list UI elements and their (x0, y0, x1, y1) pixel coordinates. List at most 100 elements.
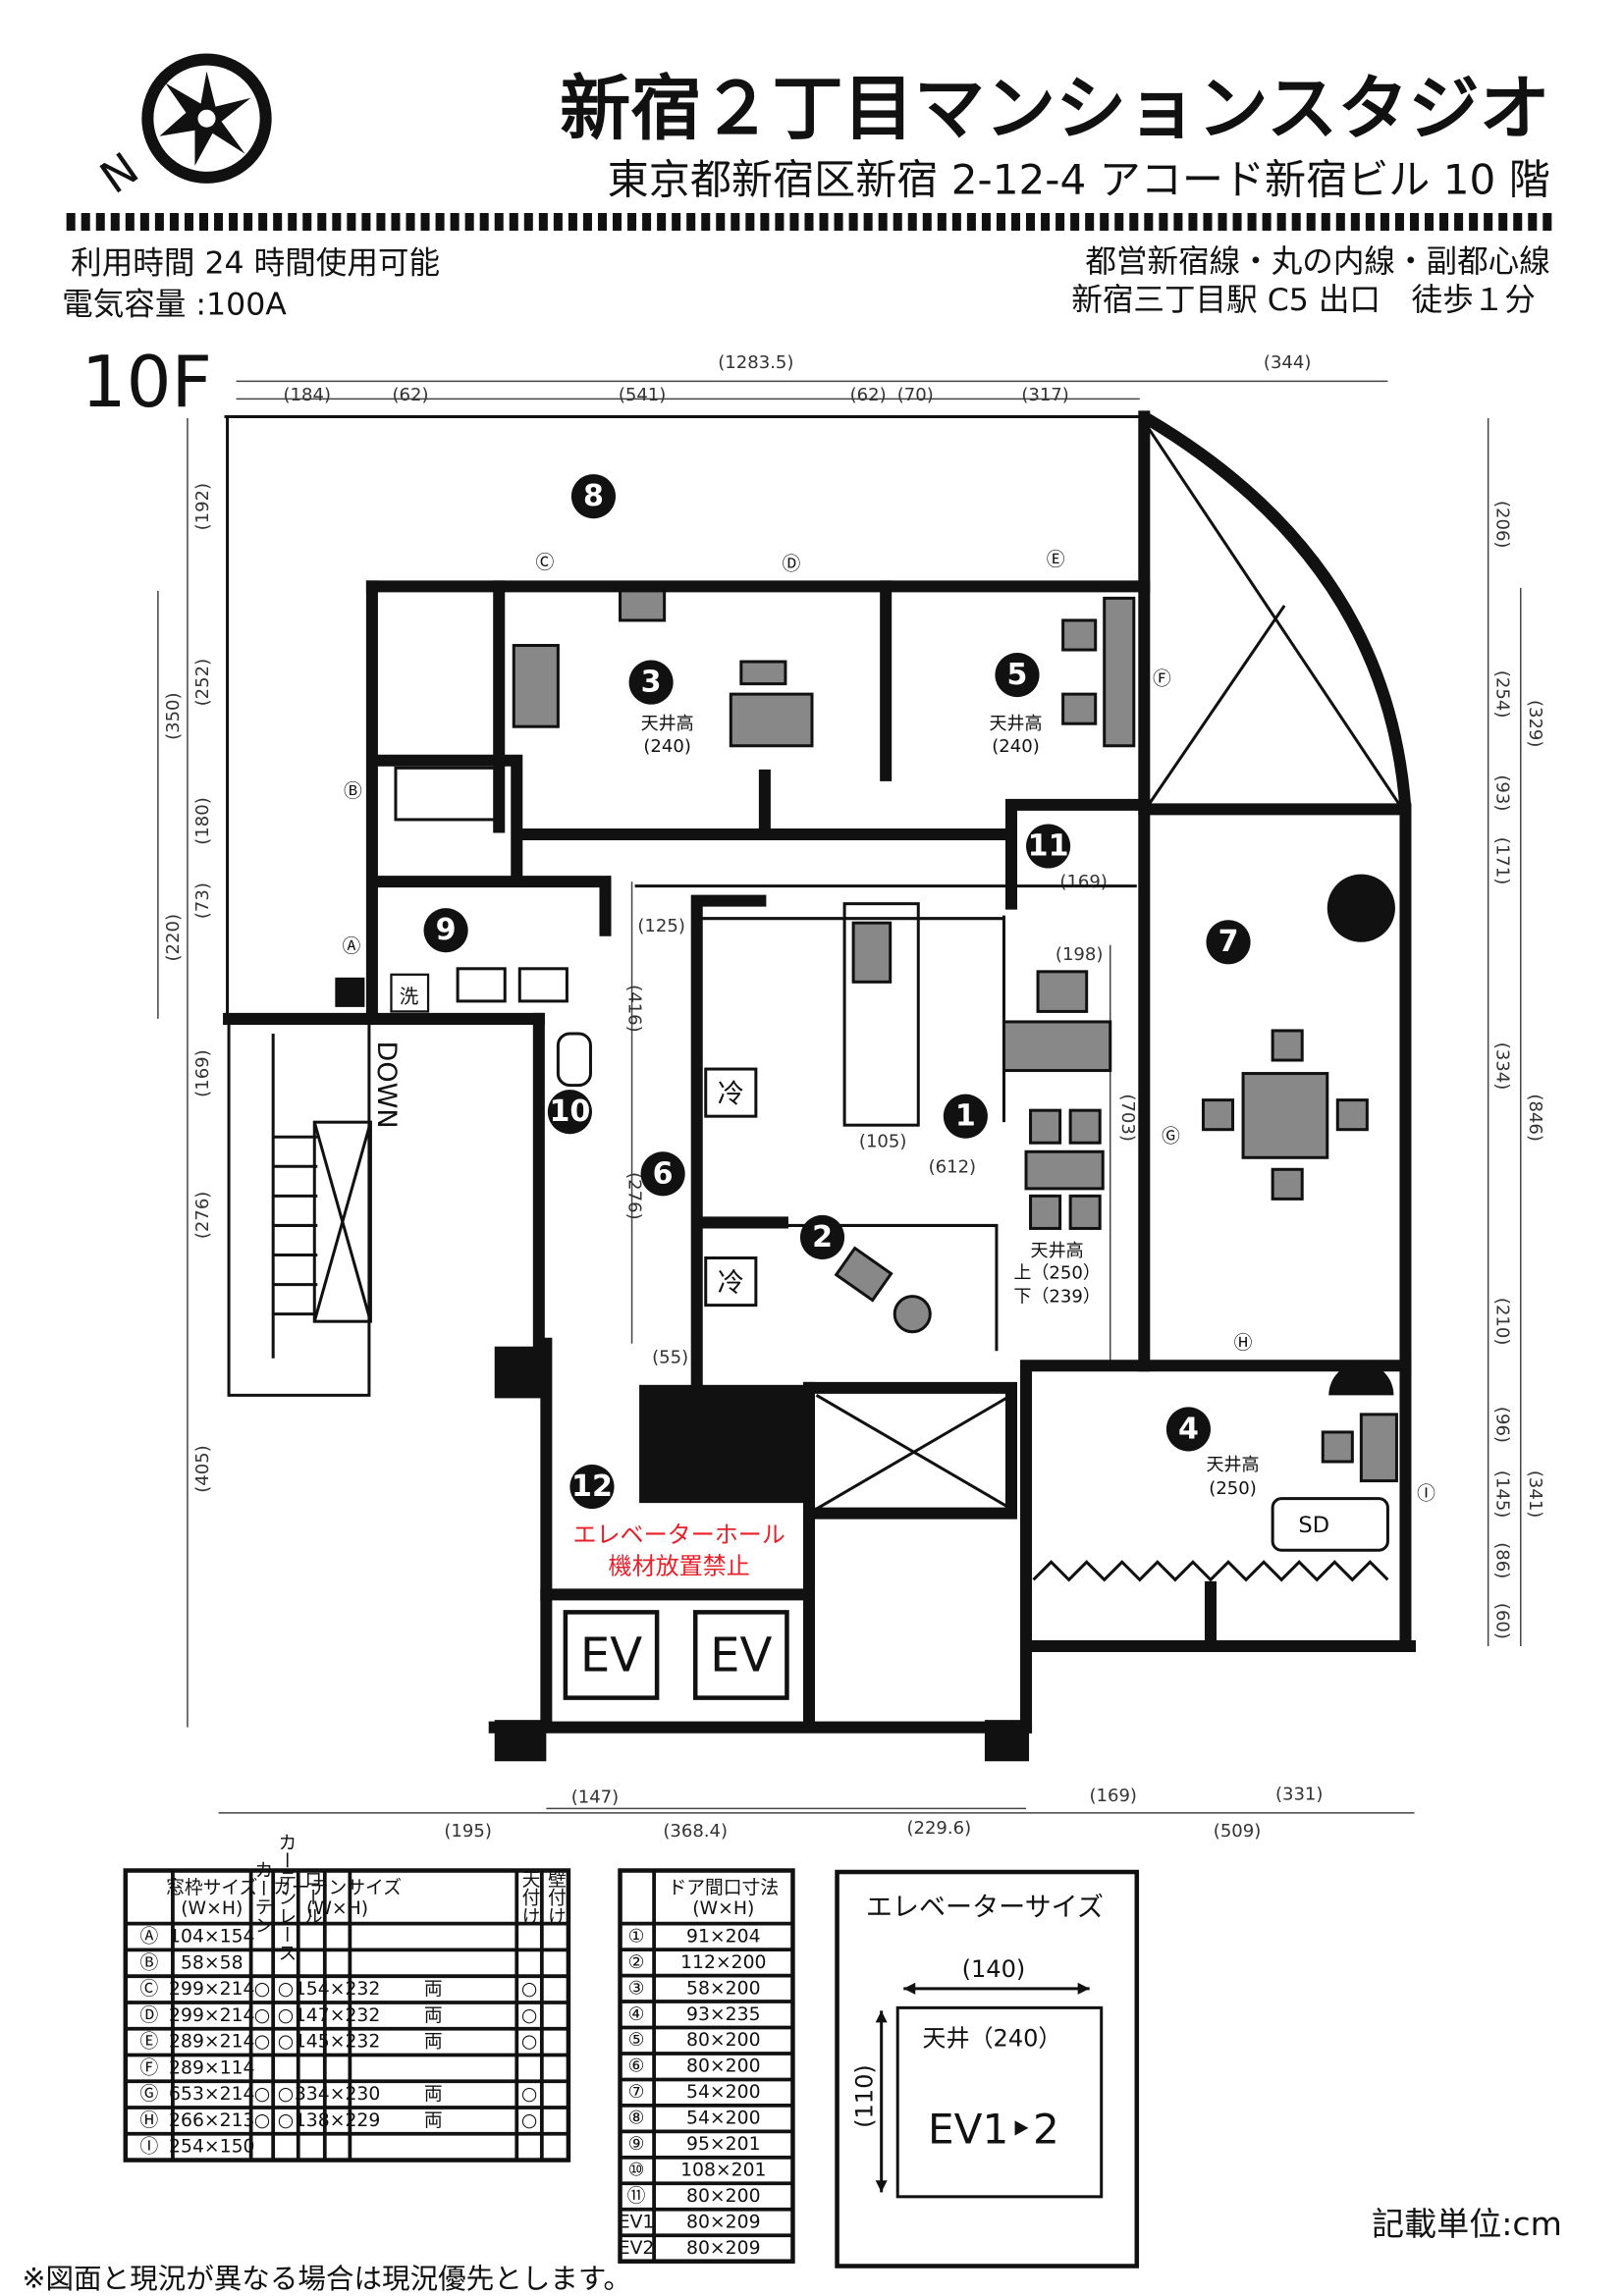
dim-interior: (198) (1056, 944, 1104, 965)
room-number: 9 (436, 913, 457, 947)
window-table-header: 天付け (519, 1869, 540, 1924)
door-table-cell: ⑥ (628, 2056, 645, 2077)
dim-bottom: (368.4) (663, 1821, 728, 1842)
window-table-cell: ○ (521, 2032, 537, 2053)
ceiling-value: 上（250） (1013, 1263, 1101, 1284)
elevator-2 (692, 1610, 789, 1700)
dim-bottom: (229.6) (906, 1818, 971, 1839)
room-number: 10 (549, 1095, 590, 1129)
fridge-box (704, 1256, 758, 1308)
dim-top-part: (70) (897, 385, 934, 405)
door-table-cell: 80×209 (686, 2238, 760, 2259)
floor-label: 10F (81, 342, 212, 424)
ceiling-label: 天井高 (989, 714, 1042, 734)
dim-top-part: (62) (393, 385, 429, 405)
window-table-cell: 両 (424, 2110, 443, 2131)
elevator-width: (140) (962, 1955, 1026, 1983)
door-table-cell: 80×200 (686, 2186, 760, 2207)
window-table-cell: ○ (521, 2005, 537, 2026)
room-number: 5 (1007, 658, 1028, 692)
window-table-cell: 両 (424, 1979, 443, 2000)
door-table-cell: ⑩ (628, 2161, 645, 2181)
ceiling-label: 天井高 (641, 714, 694, 734)
window-table-header-line: (W×H) (306, 1898, 368, 1919)
dim-right: (96) (1492, 1407, 1513, 1443)
window-table-cell: 両 (424, 2032, 443, 2053)
window-marker: Ⓖ (1162, 1126, 1180, 1148)
window-table-header-line: カーテンサイズ (273, 1877, 402, 1898)
door-table-cell: ⑨ (628, 2134, 645, 2155)
dim-left: (252) (192, 659, 213, 707)
door-table-header-line: ドア間口寸法 (668, 1877, 779, 1898)
dim-right: (334) (1492, 1042, 1513, 1091)
train-lines: 都営新宿線・丸の内線・副都心線 (1085, 244, 1549, 280)
ceiling-label: 天井高 (1206, 1455, 1259, 1475)
room-marker: 8 (570, 474, 617, 519)
door-table-cell: 80×200 (686, 2030, 760, 2051)
door-table-header: ドア間口寸法(W×H) (668, 1877, 779, 1919)
door-table-cell: 80×209 (686, 2212, 760, 2232)
window-table-cell: 289×114 (169, 2057, 254, 2078)
dim-left: (180) (192, 797, 213, 844)
walls (223, 410, 1416, 1762)
ceiling-value: 下（239） (1013, 1287, 1101, 1308)
station-access: 新宿三丁目駅 C5 出口 徒歩１分 (1071, 283, 1536, 318)
washer-label: 洗 (400, 985, 419, 1007)
window-table-header: カーテンサイズ(W×H) (273, 1877, 402, 1919)
room-marker: 3 (628, 660, 674, 705)
dim-right: (254) (1492, 670, 1513, 719)
stairs-down-label: DOWN (371, 1041, 402, 1128)
window-table-header: 窓枠サイズ(W×H) (166, 1877, 257, 1919)
dim-right-outer: (341) (1525, 1470, 1545, 1518)
door-table-cell: ② (628, 1952, 645, 1973)
window-table-cell: Ⓔ (139, 2031, 158, 2053)
hours-text: 利用時間 24 時間使用可能 (71, 246, 440, 282)
door-table-cell: 93×235 (686, 2004, 760, 2025)
window-table-cell: 289×214 (169, 2032, 254, 2053)
dim-right: (86) (1492, 1542, 1513, 1578)
elevator-size-title: エレベーターサイズ (866, 1893, 1104, 1923)
dim-left: (405) (192, 1445, 213, 1493)
dim-left-outer: (220) (163, 914, 184, 962)
elevator-1-label: EV (580, 1629, 642, 1683)
washer-box (390, 973, 430, 1013)
window-marker: Ⓔ (1047, 549, 1065, 570)
window-table-cell: 両 (424, 2005, 443, 2026)
room-number: 7 (1218, 925, 1239, 959)
elevator-2-label: EV (710, 1629, 772, 1683)
dim-left: (276) (192, 1192, 213, 1240)
fridge-label: 冷 (718, 1268, 744, 1299)
door-table-cell: 58×200 (686, 1978, 760, 1999)
dim-top-part: (62) (850, 385, 887, 405)
dim-interior: (416) (624, 985, 645, 1033)
dim-bottom: (195) (444, 1821, 492, 1842)
no-storage-label: 機材放置禁止 (609, 1552, 750, 1579)
window-table-cell: Ⓕ (139, 2056, 158, 2078)
room-marker: 11 (1026, 824, 1071, 869)
address: 東京都新宿区新宿 2-12-4 アコード新宿ビル 10 階 (608, 155, 1550, 203)
door-table-cell: ⑤ (628, 2030, 645, 2051)
room-marker: 2 (799, 1214, 845, 1260)
window-table-cell: ○ (278, 2005, 294, 2026)
room-number: 8 (583, 479, 604, 513)
window-table-cell: 653×214 (169, 2084, 254, 2105)
window-table-cell: ○ (278, 1979, 294, 2000)
dim-interior: (703) (1117, 1094, 1138, 1142)
sd-label: SD (1298, 1513, 1329, 1538)
door-table-cell: EV1 (619, 2212, 655, 2232)
window-table-header-line: (W×H) (181, 1898, 243, 1919)
dim-right-outer: (846) (1525, 1094, 1545, 1142)
window-marker: Ⓒ (535, 552, 554, 573)
door-table-cell: ⑪ (627, 2185, 646, 2207)
door-table-header-line: (W×H) (692, 1898, 754, 1919)
furniture (394, 589, 1398, 1552)
dim-right: (60) (1492, 1603, 1513, 1639)
room-marker: 12 (569, 1465, 615, 1510)
room-marker: 9 (423, 908, 468, 953)
window-table-cell: Ⓑ (139, 1951, 158, 1973)
room-number: 2 (812, 1220, 833, 1255)
dim-interior: (125) (637, 916, 685, 936)
door-table-cell: 80×200 (686, 2056, 760, 2077)
window-table-cell: 334×230 (295, 2084, 380, 2105)
compass-north-label: N (91, 142, 148, 204)
